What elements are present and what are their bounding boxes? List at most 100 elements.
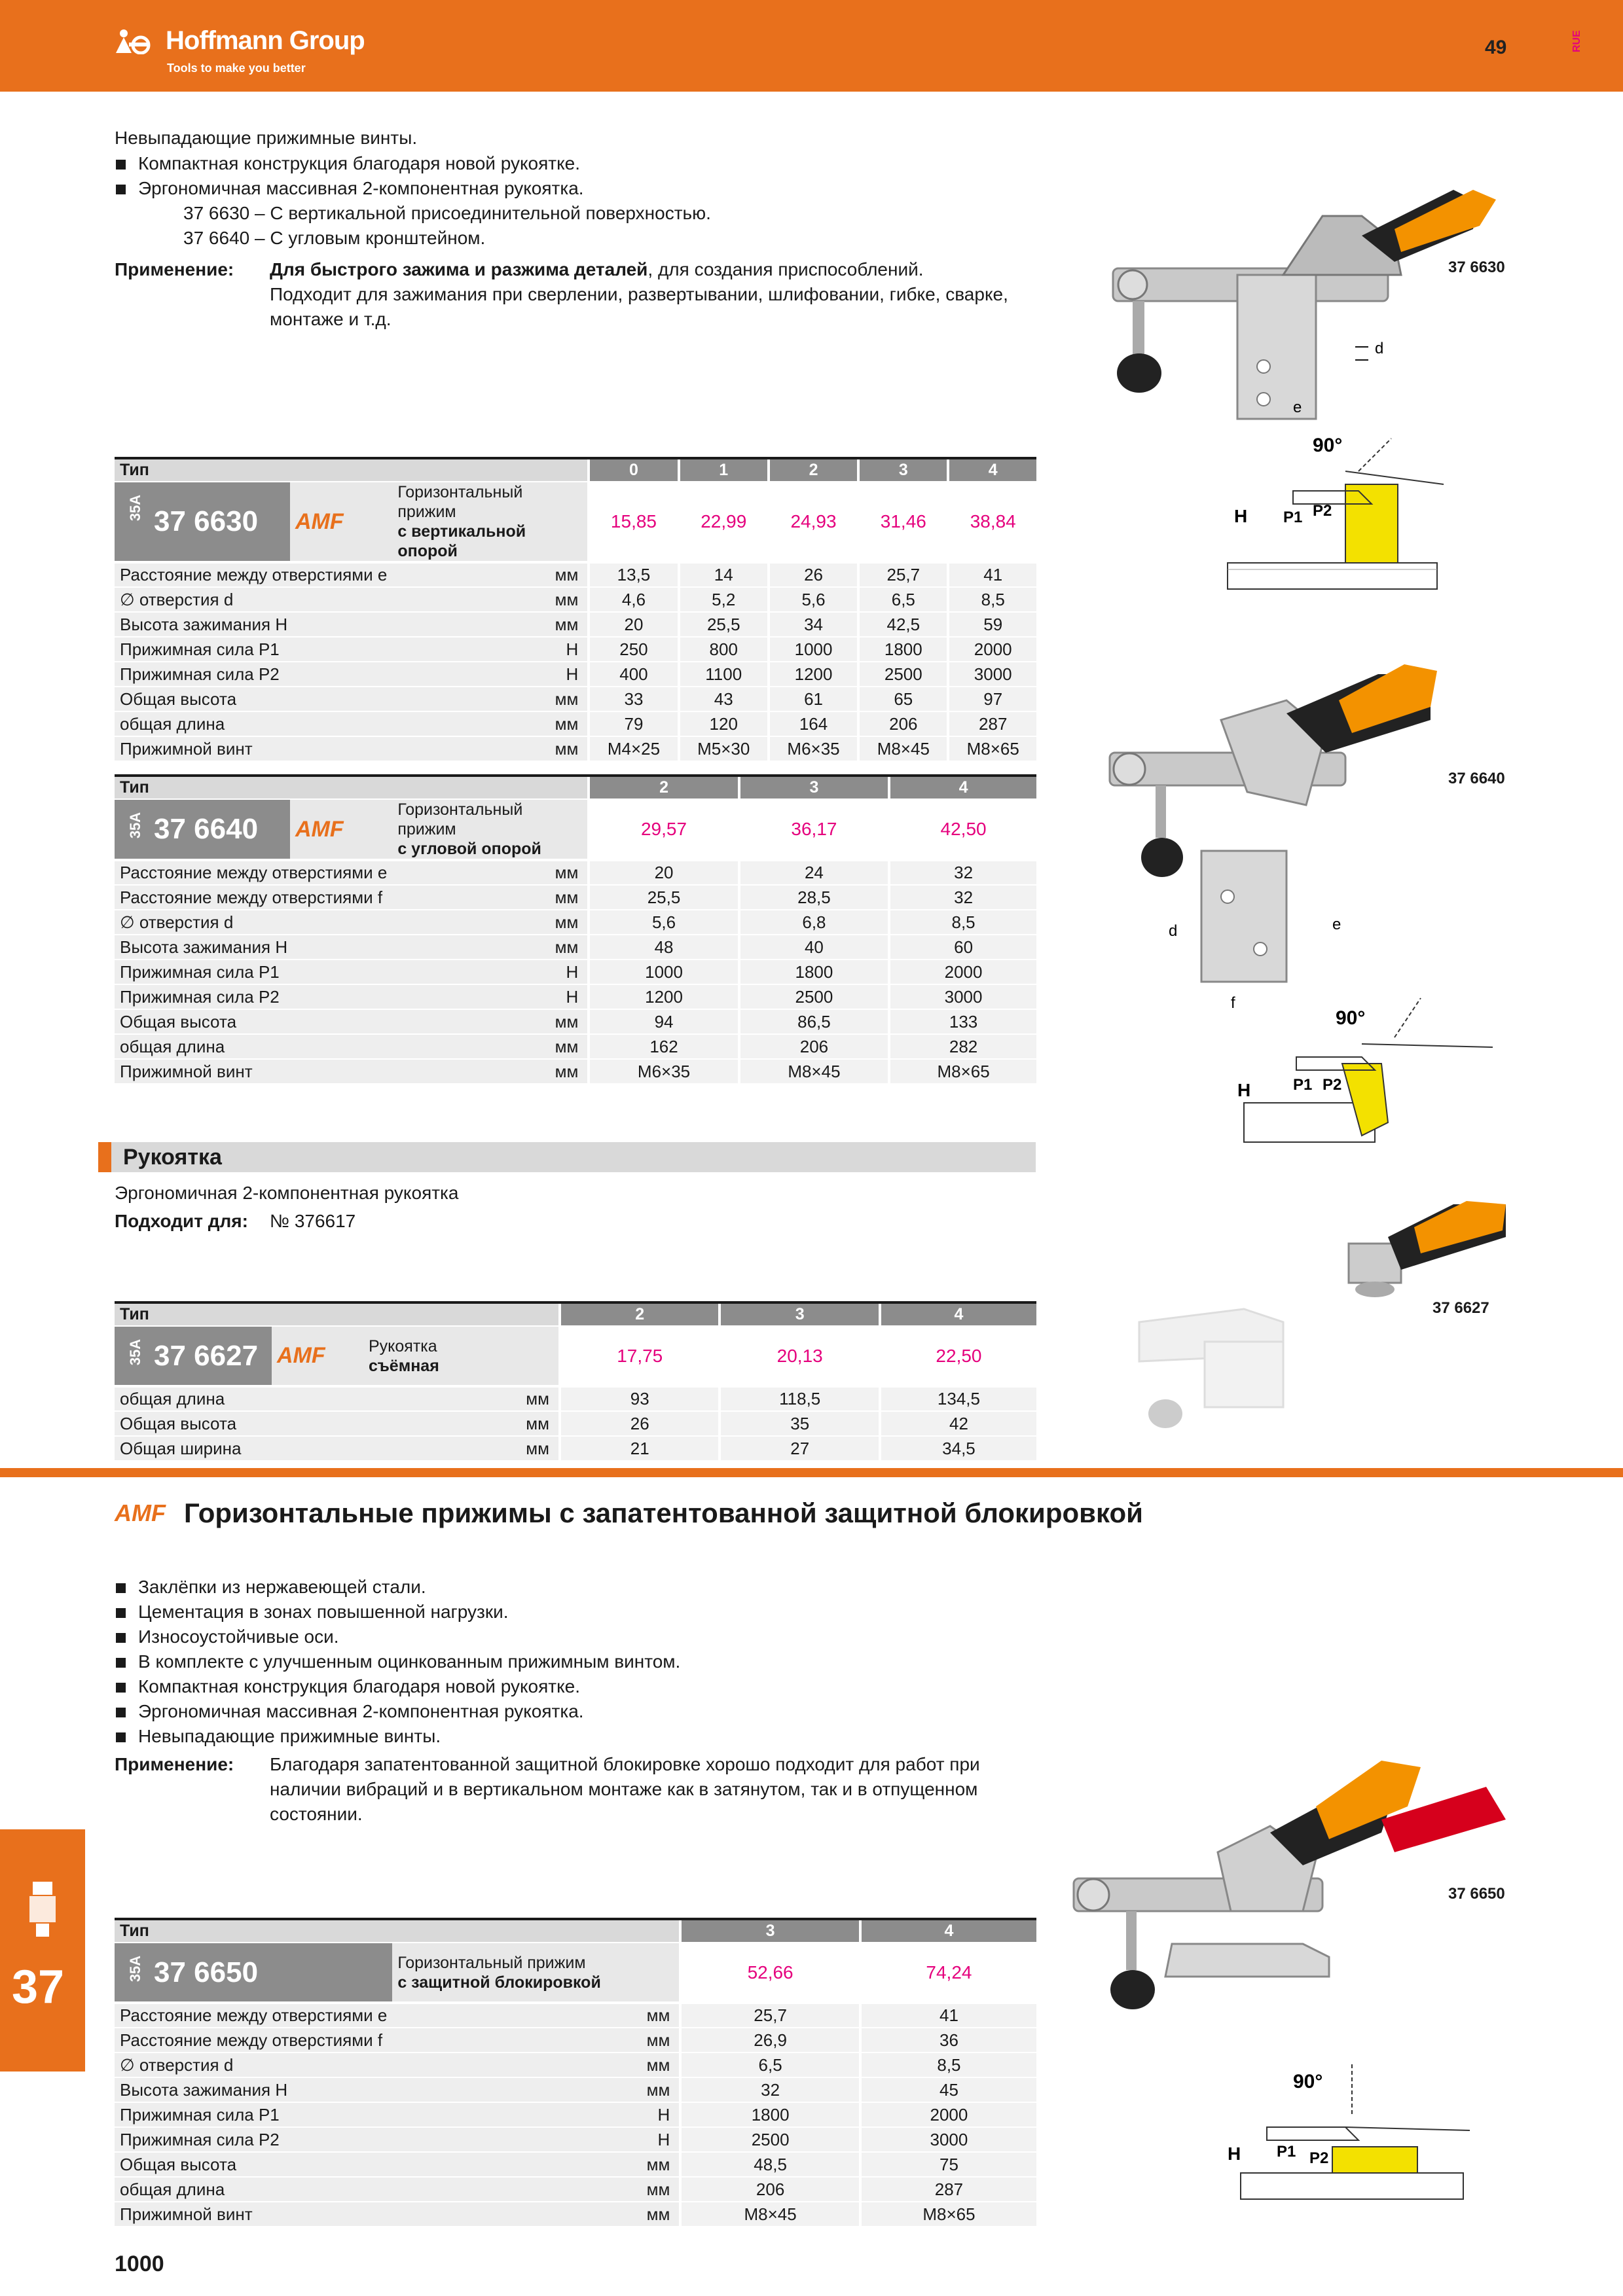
- H-label: H: [1228, 2144, 1241, 2164]
- type-label: Тип: [115, 1918, 681, 1943]
- row-unit: мм: [392, 935, 589, 960]
- row-unit: мм: [392, 2003, 681, 2028]
- angle-label: 90°: [1293, 2071, 1322, 2092]
- P1-label: P1: [1293, 1076, 1312, 1094]
- desc-line: Рукоятка: [369, 1336, 437, 1355]
- desc-line: с угловой опорой: [397, 840, 541, 858]
- row-label: Прижимная сила P1: [115, 960, 393, 985]
- price: 38,84: [947, 482, 1036, 564]
- size-col: 3: [857, 457, 949, 482]
- application-text: состоянии.: [270, 1804, 363, 1824]
- row-label: Прижимной винт: [115, 736, 393, 762]
- row-label: Прижимная сила P2: [115, 2127, 393, 2153]
- row-label: Общая ширина: [115, 1436, 363, 1462]
- row-value: 2000: [888, 960, 1036, 985]
- row-value: 250: [587, 637, 679, 662]
- size-col: 3: [718, 1301, 880, 1327]
- clamp-37-6630-image: d e: [1112, 190, 1496, 420]
- row-unit: мм: [363, 1411, 560, 1437]
- row-label: Прижимной винт: [115, 1059, 393, 1085]
- row-value: 118,5: [718, 1386, 880, 1412]
- row-value: 32: [888, 860, 1036, 886]
- row-label: Прижимная сила P2: [115, 984, 393, 1010]
- row-unit: Н: [392, 637, 589, 662]
- P2-label: P2: [1322, 1076, 1341, 1094]
- row-value: 97: [947, 687, 1036, 712]
- language-code: RUE: [1571, 30, 1582, 52]
- footer-page-number: 1000: [115, 2251, 164, 2276]
- row-value: 6,5: [679, 2053, 860, 2078]
- row-value: 33: [587, 687, 679, 712]
- row-value: 1800: [857, 637, 949, 662]
- page-header: Hoffmann Group Tools to make you better …: [0, 0, 1623, 92]
- row-value: 25,7: [857, 562, 949, 588]
- row-value: 134,5: [878, 1386, 1036, 1412]
- row-unit: мм: [392, 1059, 589, 1085]
- article-prefix: 35A: [127, 494, 144, 522]
- row-label: Общая высота: [115, 1009, 393, 1035]
- application-text: Для быстрого зажима и разжима деталей, д…: [270, 257, 924, 282]
- clamp-diagram-1: 90° H P1 P2: [1227, 435, 1444, 590]
- row-unit: мм: [392, 2152, 681, 2178]
- row-unit: мм: [392, 1034, 589, 1060]
- H-label: H: [1237, 1080, 1250, 1100]
- price: 15,85: [587, 482, 679, 564]
- row-value: 42,5: [857, 612, 949, 637]
- price: 42,50: [888, 799, 1036, 861]
- row-value: 1100: [677, 662, 769, 687]
- amf-logo-text: AMF: [115, 1499, 166, 1526]
- row-value: 25,5: [677, 612, 769, 637]
- amf-logo: AMF: [289, 482, 393, 564]
- intro-bullet: Компактная конструкция благодаря новой р…: [115, 151, 580, 176]
- section2-bullet: Цементация в зонах повышенной нагрузки.: [115, 1600, 509, 1624]
- price: 74,24: [858, 1943, 1036, 2004]
- dim-e-label: e: [1332, 916, 1341, 933]
- row-unit: мм: [392, 2202, 681, 2227]
- row-value: 206: [679, 2177, 860, 2202]
- type-label: Тип: [115, 774, 589, 800]
- price: 20,13: [718, 1326, 880, 1388]
- application-text: монтаже и т.д.: [270, 309, 392, 329]
- price: 52,66: [679, 1943, 860, 2004]
- row-value: 1200: [767, 662, 859, 687]
- section2-bullet: Износоустойчивые оси.: [115, 1624, 339, 1649]
- row-value: 5,6: [587, 910, 739, 935]
- application-rest: , для создания приспособлений.: [647, 259, 924, 279]
- angle-label: 90°: [1336, 1007, 1365, 1029]
- size-col: 2: [558, 1301, 720, 1327]
- row-value: 48,5: [679, 2152, 860, 2178]
- row-label: общая длина: [115, 1386, 363, 1412]
- row-unit: мм: [392, 910, 589, 935]
- row-value: 34,5: [878, 1436, 1036, 1462]
- row-value: 41: [947, 562, 1036, 588]
- row-value: 800: [677, 637, 769, 662]
- row-value: 60: [888, 935, 1036, 960]
- row-value: 75: [858, 2152, 1036, 2178]
- row-label: общая длина: [115, 1034, 393, 1060]
- row-value: 14: [677, 562, 769, 588]
- desc-line: Горизонтальный прижим: [397, 1953, 586, 1972]
- row-value: M8×45: [679, 2202, 860, 2227]
- row-value: M5×30: [677, 736, 769, 762]
- row-value: 282: [888, 1034, 1036, 1060]
- handle-description: Эргономичная 2-компонентная рукоятка: [115, 1183, 459, 1203]
- row-label: общая длина: [115, 2177, 393, 2202]
- row-value: 25,7: [679, 2003, 860, 2028]
- row-label: Общая высота: [115, 1411, 363, 1437]
- chapter-tab: 37: [0, 1829, 85, 2072]
